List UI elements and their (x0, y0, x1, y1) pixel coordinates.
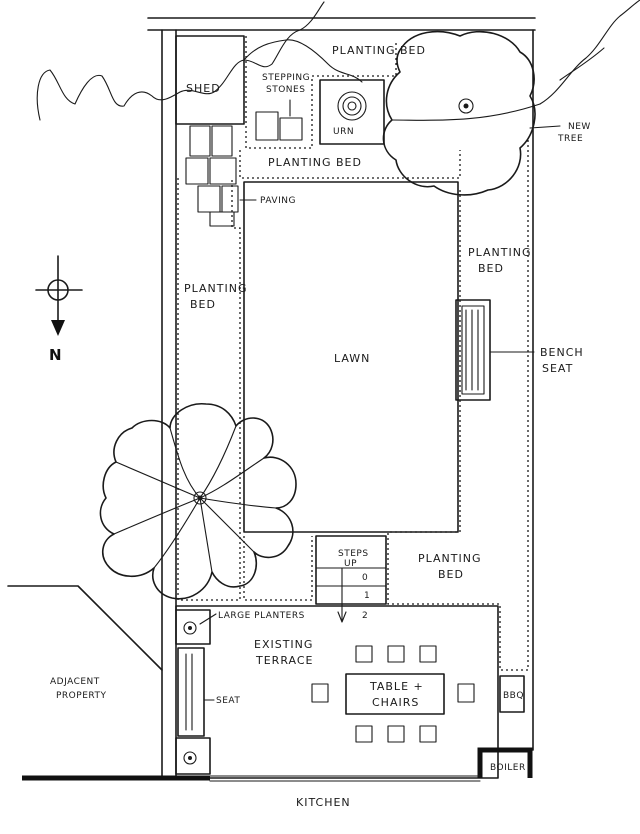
kitchen-label: KITCHEN (296, 796, 351, 809)
step-0-label: 0 (362, 573, 368, 583)
planting-bed-low-label-2: BED (438, 568, 464, 581)
urn-label: URN (333, 127, 354, 137)
paving-area: PAVING (185, 125, 296, 227)
planting-bed-top-label: PLANTING BED (332, 44, 426, 57)
planting-bed-left-label-2: BED (190, 298, 216, 311)
lawn: LAWN (243, 181, 459, 533)
bench-label-1: BENCH (540, 346, 584, 359)
right-tree-branch (559, 47, 605, 81)
planting-bed-low-label-1: PLANTING (418, 552, 481, 565)
planting-bed-right-outline (387, 140, 529, 671)
existing-tree-canopy-outline (36, 1, 325, 121)
existing-tree (99, 403, 297, 600)
planting-bed-left-outline (177, 178, 241, 601)
boiler: BOILER (477, 747, 533, 778)
stepping-stones: STEPPING STONES (255, 73, 310, 141)
north-label: N (49, 346, 62, 364)
paving-label: PAVING (260, 196, 296, 206)
planting-bed-lower-left-outline (243, 536, 313, 601)
bbq: BBQ (499, 675, 525, 713)
step-2-label: 2 (362, 611, 368, 621)
urn: URN (319, 79, 385, 145)
table-label-2: CHAIRS (372, 696, 419, 709)
steps-label-1: STEPS (338, 549, 369, 559)
terrace-label-1: EXISTING (254, 638, 313, 651)
house-wall: KITCHEN (22, 775, 481, 809)
right-tree-canopy-outline (539, 0, 640, 105)
adjacent-label-2: PROPERTY (56, 691, 106, 701)
terrace-seat: SEAT (177, 647, 240, 737)
planting-bed-top-outline (245, 36, 397, 149)
table-label-1: TABLE + (369, 680, 424, 693)
table-and-chairs: TABLE + CHAIRS (311, 645, 475, 743)
lawn-label: LAWN (334, 352, 370, 365)
planting-bed-left-label-1: PLANTING (184, 282, 247, 295)
planting-bed-mid-outline (239, 150, 461, 179)
adjacent-label-1: ADJACENT (50, 677, 100, 687)
stepping-label-2: STONES (266, 85, 305, 95)
new-tree: NEW TREE (382, 30, 591, 196)
step-1-label: 1 (364, 591, 370, 601)
north-arrow: N (35, 255, 83, 364)
planting-bed-right-label-1: PLANTING (468, 246, 531, 259)
stepping-label-1: STEPPING (262, 73, 310, 83)
large-planters: LARGE PLANTERS (175, 609, 305, 775)
terrace-label-2: TERRACE (255, 654, 313, 667)
existing-terrace: EXISTING TERRACE (175, 605, 499, 779)
seat-label: SEAT (216, 696, 240, 706)
steps-label-2: UP (344, 559, 357, 569)
adjacent-property: ADJACENT PROPERTY (7, 585, 163, 701)
new-tree-label-2: TREE (557, 134, 583, 144)
new-tree-label-1: NEW (568, 122, 591, 132)
boiler-label: BOILER (490, 763, 526, 773)
rear-boundary-wall (147, 17, 536, 31)
large-planters-label: LARGE PLANTERS (218, 611, 305, 621)
planting-bed-right-label-2: BED (478, 262, 504, 275)
bbq-label: BBQ (503, 691, 524, 701)
shed-label: SHED (186, 82, 221, 95)
planting-bed-mid-label: PLANTING BED (268, 156, 362, 169)
shed: SHED (175, 35, 245, 125)
bench-label-2: SEAT (542, 362, 573, 375)
bench-seat: BENCH SEAT (455, 299, 584, 401)
side-boundaries (161, 29, 534, 779)
existing-tree-canopy-outline-2 (243, 39, 363, 83)
steps-up: STEPS UP 0 1 2 (315, 535, 387, 623)
